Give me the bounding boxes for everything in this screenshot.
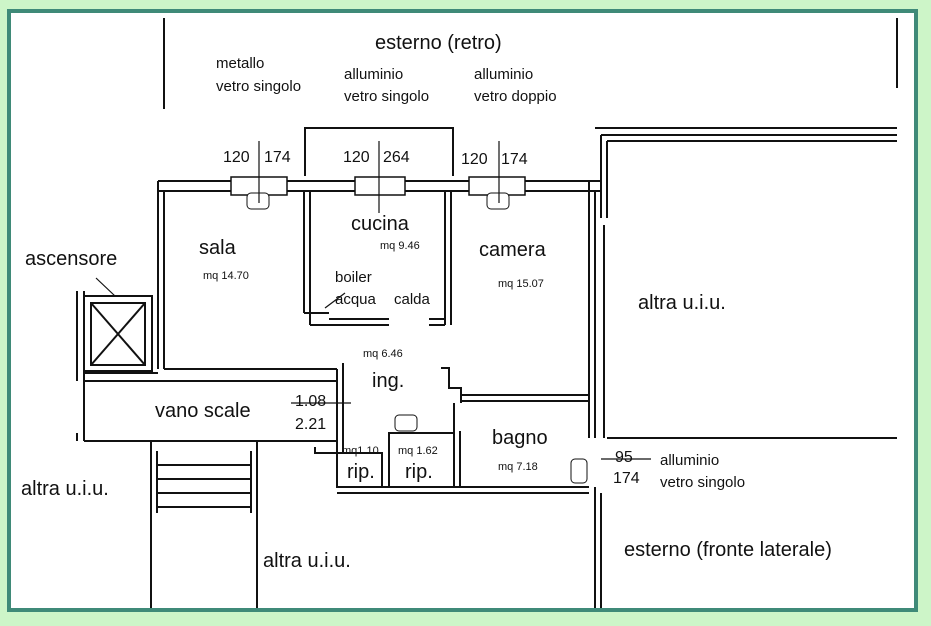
room-ingresso-area: mq 6.46 bbox=[363, 348, 403, 360]
window-right-width: 120 bbox=[461, 151, 488, 168]
other-unit-left-label: altra u.i.u. bbox=[21, 478, 109, 500]
boiler-calda-label: calda bbox=[394, 291, 430, 308]
window-center-glass: vetro singolo bbox=[344, 88, 430, 105]
plan-frame: esterno (retro) metallo vetro singolo al… bbox=[7, 9, 918, 612]
window-bath-width: 95 bbox=[615, 449, 633, 466]
window-bath-height: 174 bbox=[613, 470, 640, 487]
room-camera-name: camera bbox=[479, 239, 546, 261]
room-bagno-area: mq 7.18 bbox=[498, 461, 538, 473]
ascensore-label: ascensore bbox=[25, 248, 118, 270]
outside-side-label: esterno (fronte laterale) bbox=[624, 539, 832, 561]
outside-back-label: esterno (retro) bbox=[375, 32, 502, 54]
room-bagno-name: bagno bbox=[492, 427, 548, 449]
room-rip2-name: rip. bbox=[405, 461, 433, 483]
window-left-glass: vetro singolo bbox=[216, 78, 302, 95]
room-sala-area: mq 14.70 bbox=[203, 270, 249, 282]
room-rip2-area: mq 1.62 bbox=[398, 445, 438, 457]
window-left-height: 174 bbox=[264, 149, 291, 166]
room-rip1-name: rip. bbox=[347, 461, 375, 483]
window-center-height: 264 bbox=[383, 149, 410, 166]
room-sala-name: sala bbox=[199, 237, 236, 259]
window-right-material: alluminio bbox=[474, 66, 534, 83]
window-bath-glass: vetro singolo bbox=[660, 474, 746, 491]
window-bath-material: alluminio bbox=[660, 452, 720, 469]
floor-plan-drawing bbox=[76, 18, 898, 608]
room-rip1-area: mq1.10 bbox=[342, 445, 379, 457]
door-height: 2.21 bbox=[295, 416, 327, 433]
window-right-glass: vetro doppio bbox=[474, 88, 557, 105]
room-ingresso-name: ing. bbox=[372, 370, 405, 392]
window-left-width: 120 bbox=[223, 149, 250, 166]
window-center-width: 120 bbox=[343, 149, 370, 166]
other-unit-bottom-label: altra u.i.u. bbox=[263, 550, 351, 572]
boiler-acqua-label: acqua bbox=[335, 291, 376, 308]
window-right-height: 174 bbox=[501, 151, 528, 168]
door-width: 1.08 bbox=[295, 393, 327, 410]
vano-scale-label: vano scale bbox=[155, 400, 251, 422]
room-cucina-area: mq 9.46 bbox=[380, 240, 420, 252]
room-camera-area: mq 15.07 bbox=[498, 278, 544, 290]
window-left-material: metallo bbox=[216, 55, 265, 72]
other-unit-right-label: altra u.i.u. bbox=[638, 292, 726, 314]
room-cucina-name: cucina bbox=[351, 213, 409, 235]
window-center-material: alluminio bbox=[344, 66, 404, 83]
boiler-label: boiler bbox=[335, 269, 372, 286]
